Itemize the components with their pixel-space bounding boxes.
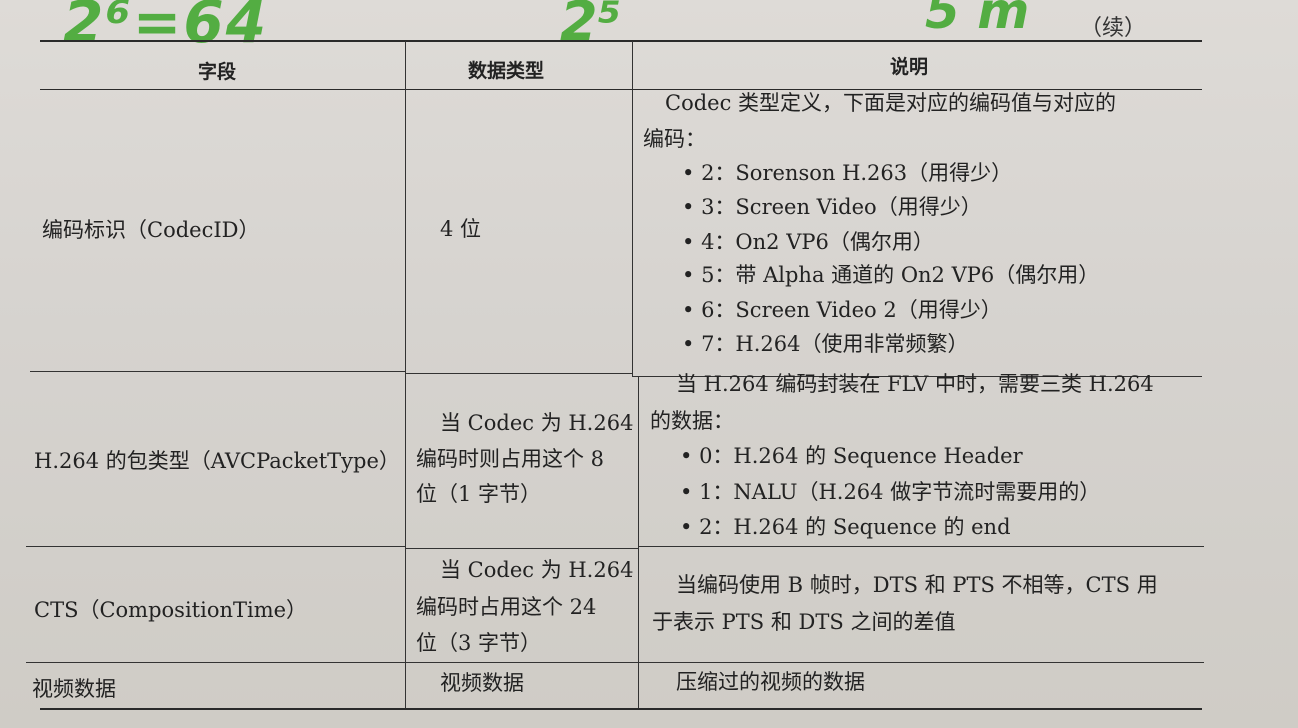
desc-bullet: 3：Screen Video（用得少）	[682, 190, 982, 224]
header-desc: 说明	[890, 56, 929, 78]
desc-bullet: 7：H.264（使用非常频繁）	[682, 327, 968, 361]
desc-line: 当 H.264 编码封装在 FLV 中时，需要三类 H.264	[676, 372, 1154, 396]
row-divider	[30, 371, 405, 372]
table-header-rule	[40, 89, 1202, 90]
row-divider	[405, 548, 638, 549]
desc-bullet: 6：Screen Video 2（用得少）	[682, 293, 1002, 327]
column-divider	[632, 41, 633, 377]
header-type: 数据类型	[468, 60, 545, 82]
field-cell: 视频数据	[32, 677, 116, 701]
desc-line: Codec 类型定义，下面是对应的编码值与对应的	[665, 91, 1117, 115]
type-line: 编码时则占用这个 8	[416, 447, 605, 471]
row-divider	[632, 376, 1202, 377]
continued-label: （续）	[1079, 16, 1146, 41]
row-divider	[26, 546, 405, 547]
type-cell: 4 位	[440, 217, 482, 241]
type-line: 当 Codec 为 H.264	[440, 411, 634, 435]
type-line: 位（1 字节）	[416, 482, 542, 506]
desc-line: 当编码使用 B 帧时，DTS 和 PTS 不相等，CTS 用	[676, 573, 1158, 597]
row-divider	[26, 662, 1204, 663]
desc-line: 编码：	[643, 127, 706, 151]
field-cell: CTS（CompositionTime）	[34, 598, 308, 622]
column-divider	[638, 377, 639, 708]
desc-bullet: 4：On2 VP6（偶尔用）	[682, 225, 934, 259]
desc-bullet: 5：带 Alpha 通道的 On2 VP6（偶尔用）	[682, 258, 1099, 292]
field-cell: H.264 的包类型（AVCPacketType）	[34, 449, 400, 473]
desc-line: 的数据：	[650, 409, 734, 433]
type-line: 当 Codec 为 H.264	[440, 558, 634, 582]
row-divider	[638, 546, 1204, 547]
desc-line: 压缩过的视频的数据	[676, 670, 865, 694]
type-cell: 视频数据	[440, 671, 524, 695]
desc-bullet: 2：H.264 的 Sequence 的 end	[680, 510, 1010, 544]
handwriting-annotation: 5 m	[925, 0, 1030, 40]
column-divider	[405, 41, 406, 708]
type-line: 位（3 字节）	[416, 631, 542, 655]
field-cell: 编码标识（CodecID）	[42, 218, 260, 242]
handwriting-annotation: 2⁶=64	[63, 0, 269, 56]
desc-line: 于表示 PTS 和 DTS 之间的差值	[652, 610, 956, 634]
row-divider	[405, 373, 632, 374]
desc-bullet: 0：H.264 的 Sequence Header	[680, 439, 1023, 473]
handwriting-annotation: 2⁵	[560, 0, 622, 53]
desc-bullet: 2：Sorenson H.263（用得少）	[682, 156, 1012, 190]
table-top-rule	[40, 40, 1202, 42]
header-field: 字段	[198, 61, 237, 83]
desc-bullet: 1：NALU（H.264 做字节流时需要用的）	[680, 475, 1100, 509]
table-bottom-rule	[40, 708, 1202, 710]
type-line: 编码时占用这个 24	[416, 595, 597, 619]
